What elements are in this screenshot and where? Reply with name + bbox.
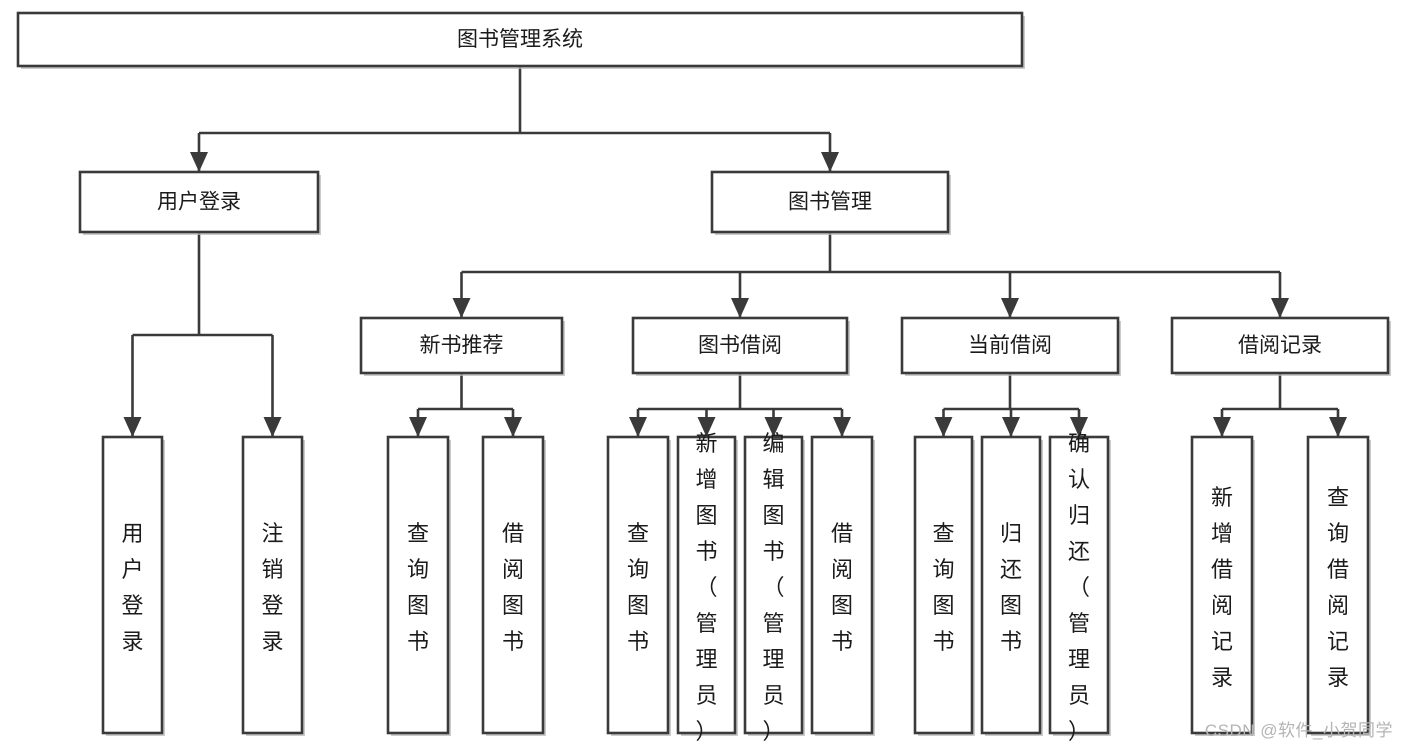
node-rect[interactable] <box>913 435 974 735</box>
arrow-head-icon <box>1213 417 1231 437</box>
arrow-head-icon <box>263 417 282 437</box>
node-leaf-borrow-book-borrow[interactable]: 借阅图书 <box>810 435 875 736</box>
node-user-login[interactable]: 用户登录 <box>78 170 321 235</box>
node-root[interactable]: 图书管理系统 <box>16 11 1025 69</box>
arrow-head-icon <box>697 417 716 437</box>
arrow-head-icon <box>1070 417 1088 437</box>
node-rect[interactable] <box>900 316 1120 375</box>
node-label: 编辑图书（管理员） <box>762 431 784 744</box>
node-rect[interactable] <box>359 316 564 375</box>
node-leaf-user-login[interactable]: 用户登录 <box>101 435 165 736</box>
connector-layer <box>123 66 1347 437</box>
node-leaf-confirm-return-admin[interactable]: 确认归还（管理员） <box>1048 431 1111 744</box>
node-label: 图书管理系统 <box>457 28 583 51</box>
arrow-head-icon <box>452 298 471 318</box>
arrow-head-icon <box>504 417 522 437</box>
node-label: 确认归还（管理员） <box>1068 431 1090 744</box>
node-label: 新增图书（管理员） <box>695 431 717 744</box>
node-leaf-add-book-admin[interactable]: 新增图书（管理员） <box>676 431 738 744</box>
node-rect[interactable] <box>386 435 450 735</box>
node-label: 查询借阅记录 <box>1327 485 1349 690</box>
node-rect[interactable] <box>1048 435 1110 735</box>
node-book-borrow[interactable]: 图书借阅 <box>631 316 850 376</box>
node-leaf-logout-login[interactable]: 注销登录 <box>241 435 305 736</box>
node-label: 借阅图书 <box>831 521 853 654</box>
node-rect[interactable] <box>101 435 164 735</box>
node-rect[interactable] <box>606 435 670 735</box>
node-label: 用户登录 <box>121 521 143 654</box>
watermark-label: CSDN @软件_小贺同学 <box>1204 721 1393 740</box>
arrow-head-icon <box>123 417 142 437</box>
node-label: 新增借阅记录 <box>1211 485 1233 690</box>
node-rect[interactable] <box>980 435 1042 735</box>
arrow-head-icon <box>731 298 749 318</box>
node-leaf-query-book-borrow[interactable]: 查询图书 <box>606 435 671 736</box>
node-layer: 图书管理系统用户登录图书管理新书推荐图书借阅当前借阅借阅记录用户登录注销登录查询… <box>16 11 1391 744</box>
node-rect[interactable] <box>241 435 304 735</box>
arrow-head-icon <box>629 417 647 437</box>
node-rect[interactable] <box>810 435 874 735</box>
arrow-head-icon <box>1002 417 1020 437</box>
node-label: 查询图书 <box>407 521 429 654</box>
node-label: 归还图书 <box>1000 521 1022 654</box>
node-label: 查询图书 <box>627 521 649 654</box>
arrow-head-icon <box>1271 298 1289 318</box>
node-leaf-query-book-current[interactable]: 查询图书 <box>913 435 975 736</box>
node-label: 当前借阅 <box>968 334 1052 357</box>
node-book-manage[interactable]: 图书管理 <box>710 170 951 235</box>
node-label: 注销登录 <box>261 521 283 654</box>
arrow-head-icon <box>764 417 783 437</box>
node-leaf-edit-book-admin[interactable]: 编辑图书（管理员） <box>743 431 805 744</box>
node-rect[interactable] <box>16 11 1024 68</box>
node-leaf-borrow-book-rec[interactable]: 借阅图书 <box>481 435 546 736</box>
node-rect[interactable] <box>631 316 849 375</box>
node-leaf-return-book[interactable]: 归还图书 <box>980 435 1043 736</box>
node-leaf-add-borrow-record[interactable]: 新增借阅记录 <box>1190 435 1255 736</box>
arrow-head-icon <box>409 417 427 437</box>
node-label: 借阅图书 <box>502 521 524 654</box>
arrow-head-icon <box>190 152 208 172</box>
node-leaf-query-borrow-record[interactable]: 查询借阅记录 <box>1306 435 1371 736</box>
node-label: 用户登录 <box>157 191 241 214</box>
node-rect[interactable] <box>1190 435 1254 735</box>
node-new-book-recommend[interactable]: 新书推荐 <box>359 316 565 376</box>
node-rect[interactable] <box>743 435 804 735</box>
node-rect[interactable] <box>710 170 950 234</box>
node-rect[interactable] <box>78 170 320 234</box>
node-label: 图书借阅 <box>698 334 782 357</box>
arrow-head-icon <box>821 152 839 172</box>
arrow-head-icon <box>1001 298 1019 318</box>
node-label: 借阅记录 <box>1238 334 1322 357</box>
arrow-head-icon <box>833 417 851 437</box>
node-label: 图书管理 <box>788 191 872 214</box>
node-rect[interactable] <box>676 435 737 735</box>
node-label: 新书推荐 <box>420 334 504 357</box>
node-label: 查询图书 <box>932 521 954 654</box>
node-rect[interactable] <box>1170 316 1390 375</box>
node-borrow-record[interactable]: 借阅记录 <box>1170 316 1391 376</box>
node-rect[interactable] <box>481 435 545 735</box>
node-leaf-query-book-rec[interactable]: 查询图书 <box>386 435 451 736</box>
node-current-borrow[interactable]: 当前借阅 <box>900 316 1121 376</box>
arrow-head-icon <box>1329 417 1347 437</box>
arrow-head-icon <box>934 417 953 437</box>
node-rect[interactable] <box>1306 435 1370 735</box>
